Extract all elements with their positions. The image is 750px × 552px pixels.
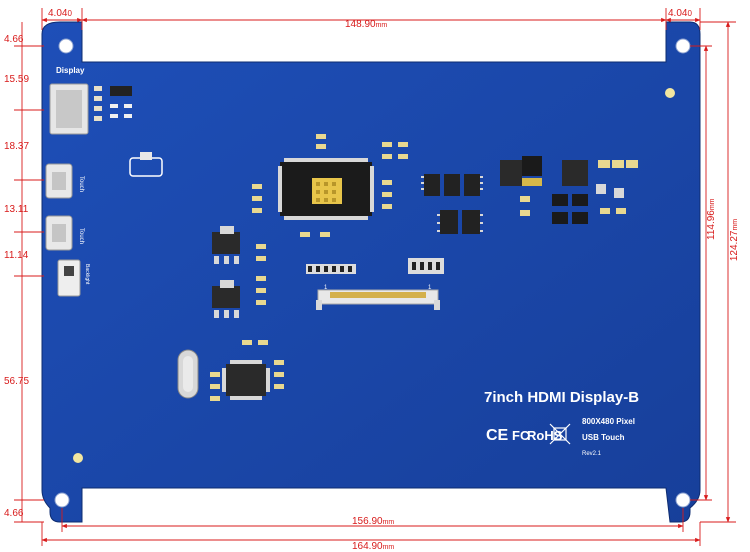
certification-marks: CE FC RoHS xyxy=(486,423,571,445)
dim-left-bottom-margin: 4.66 xyxy=(4,508,24,519)
dim-left-lower: 56.75 xyxy=(4,376,29,387)
dimension-labels: 4.040 148.90mm 4.040 4.66 15.59 18.37 13… xyxy=(4,8,740,552)
mounting-hole-icon xyxy=(675,492,691,508)
voltage-regulator-icon xyxy=(212,226,240,264)
fiducial-icon xyxy=(73,453,83,463)
fpc-pin-label: 1 xyxy=(324,285,328,291)
voltage-regulator-icon xyxy=(212,280,240,318)
label-backlight: Backlight xyxy=(84,264,90,285)
crystal-icon xyxy=(177,349,199,399)
mounting-hole-icon xyxy=(54,492,70,508)
passive-components xyxy=(210,134,408,401)
dim-top-right-hole: 4.040 xyxy=(668,8,692,19)
label-display: Display xyxy=(56,66,85,75)
dim-top-left-hole: 4.040 xyxy=(48,8,72,19)
pin-header-icon xyxy=(306,258,444,274)
weee-bin-icon xyxy=(549,423,571,445)
left-connectors xyxy=(45,83,89,297)
rohs-mark-icon: RoHS xyxy=(527,428,563,443)
dim-left-top-margin: 4.66 xyxy=(4,34,24,45)
dim-top-width: 148.90mm xyxy=(345,19,387,30)
revision-label: Rev2.1 xyxy=(582,451,602,457)
dim-bottom-outer-width: 164.90mm xyxy=(352,541,394,552)
product-title: 7inch HDMI Display-B xyxy=(484,389,639,406)
dim-right-outer-height: 124.27mm xyxy=(729,219,740,261)
logic-ic-icon xyxy=(421,174,483,234)
usb-touch-label: USB Touch xyxy=(582,433,625,442)
backlight-switch-icon xyxy=(57,259,81,297)
fpc-pin-label: 1 xyxy=(428,285,432,291)
dimension-lines xyxy=(14,8,736,546)
fpc-connector-icon xyxy=(316,289,440,310)
fiducial-icon xyxy=(665,88,675,98)
button-footprint-icon xyxy=(129,152,163,177)
ce-mark-icon: CE xyxy=(486,427,509,444)
resolution-label: 800X480 Pixel xyxy=(582,417,635,426)
label-touch-2: Touch xyxy=(78,228,84,244)
label-touch-1: Touch xyxy=(78,176,84,192)
dim-left-touch1: 18.37 xyxy=(4,141,29,152)
dim-bottom-inner-width: 156.90mm xyxy=(352,516,394,527)
dim-left-backlight: 11.14 xyxy=(4,250,29,261)
touch-controller-chip-icon xyxy=(222,360,270,400)
dim-right-inner-height: 114.96mm xyxy=(706,198,717,240)
pcb-board xyxy=(41,21,701,523)
fc-mark-icon: FC xyxy=(512,428,530,443)
dim-left-touch2: 13.11 xyxy=(4,204,29,215)
mounting-hole-icon xyxy=(58,38,74,54)
mounting-hole-icon xyxy=(675,38,691,54)
main-chip-icon xyxy=(278,158,374,220)
power-section xyxy=(500,156,638,224)
dim-left-display: 15.59 xyxy=(4,74,29,85)
display-components xyxy=(94,86,132,121)
